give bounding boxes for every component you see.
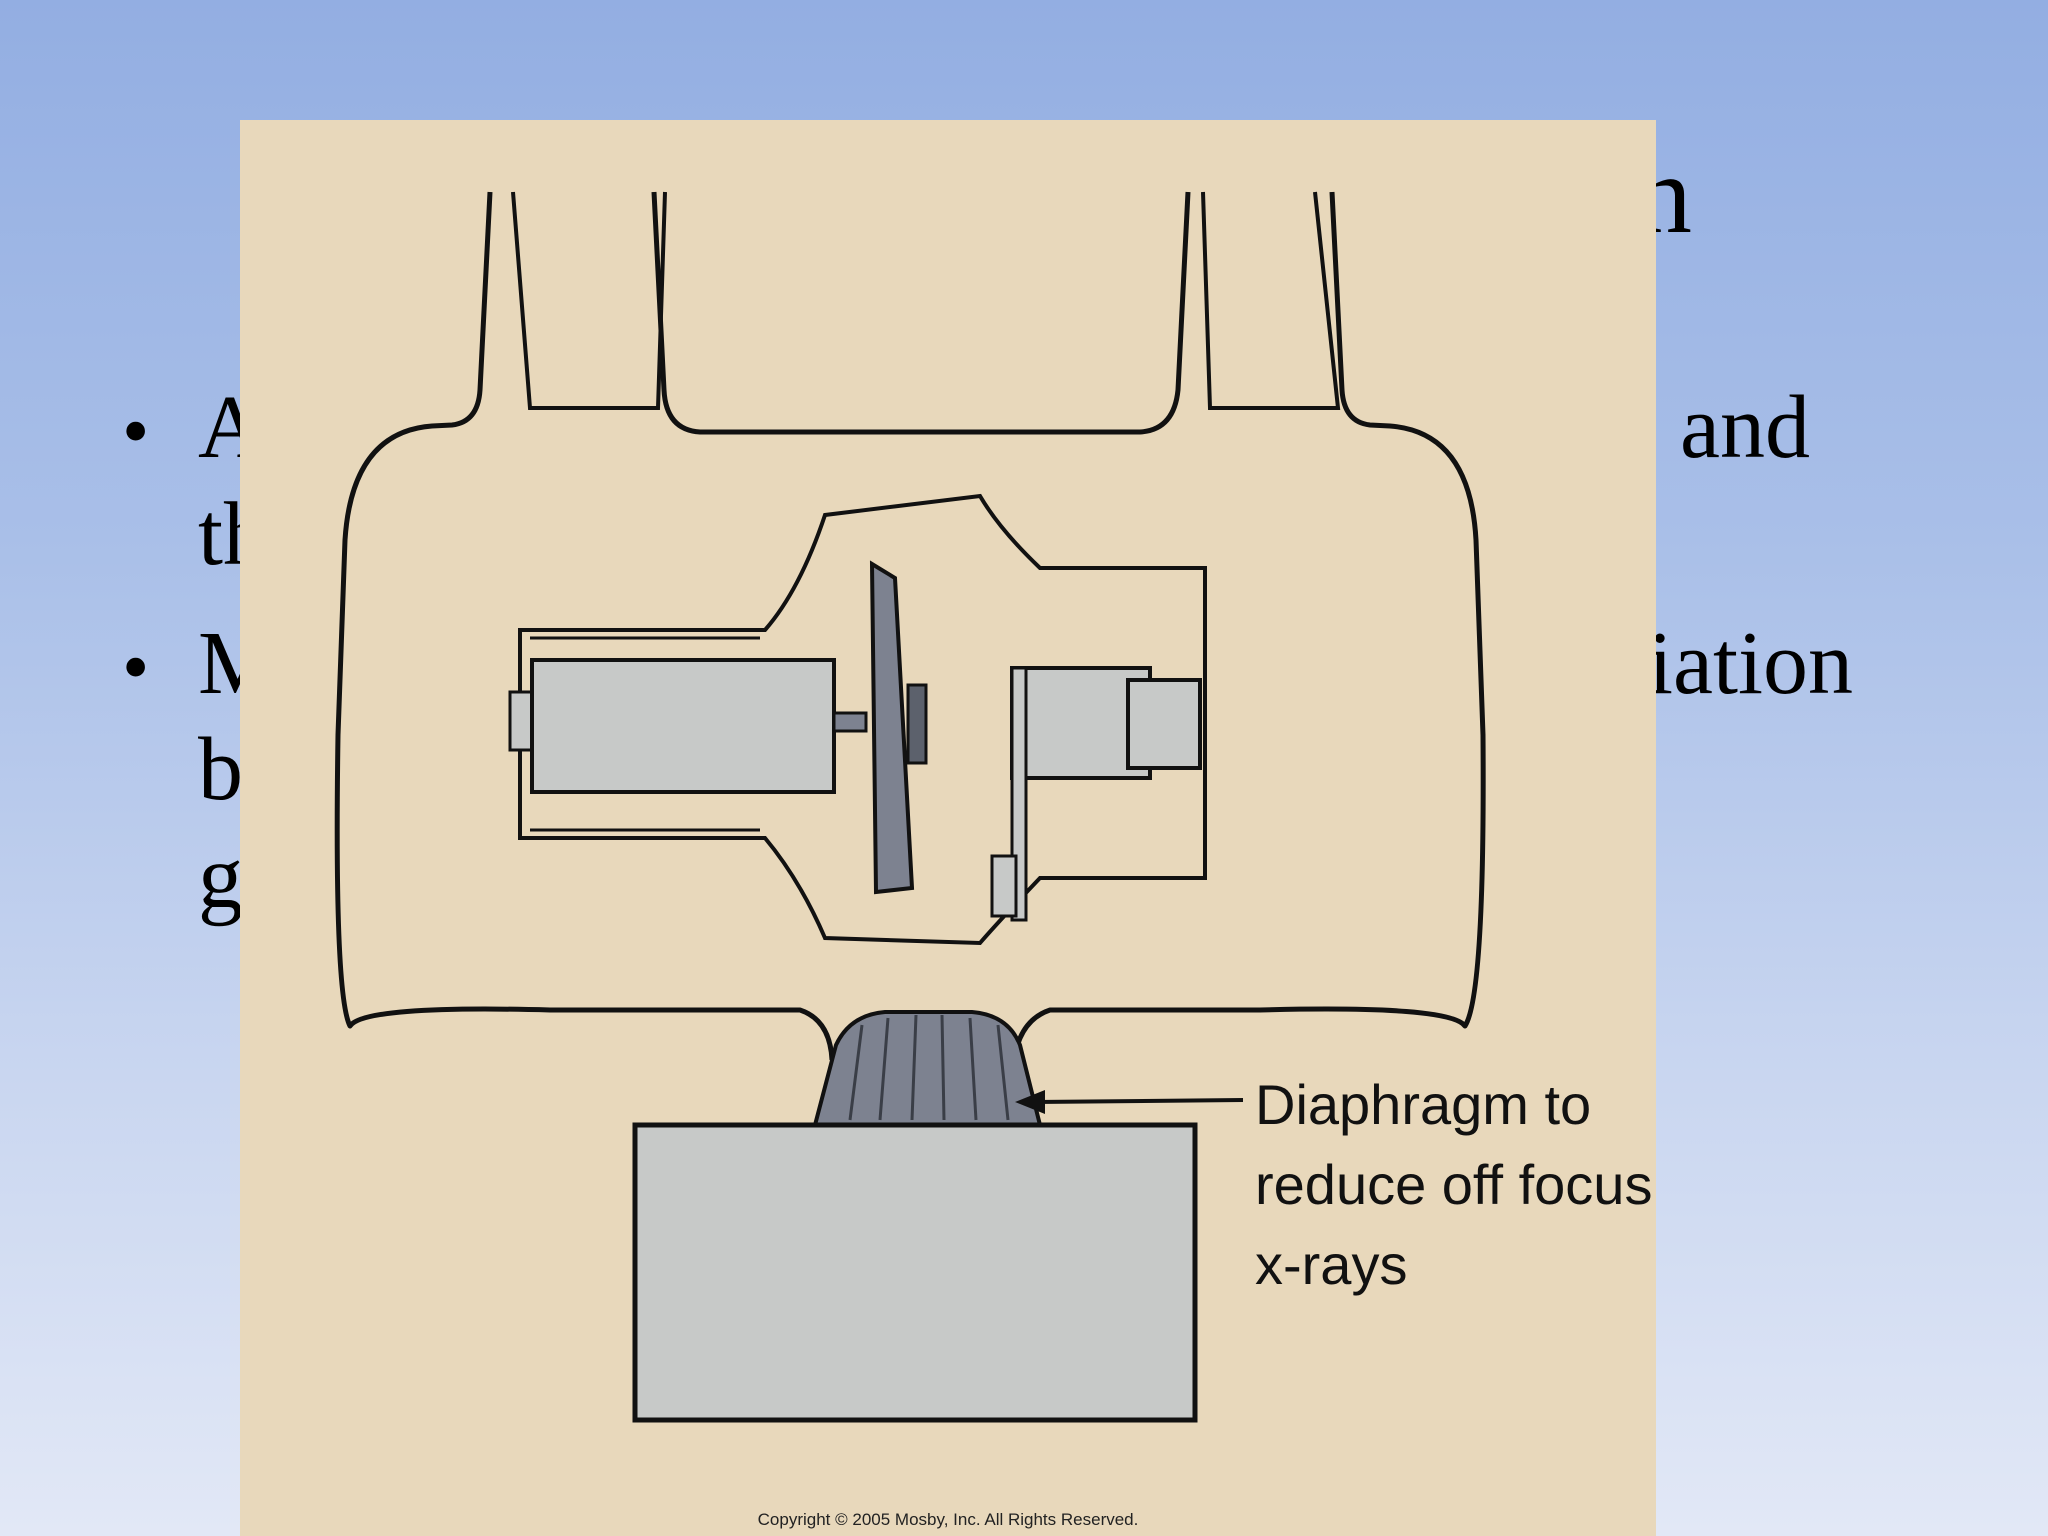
left-socket [511,191,667,410]
xray-tube-diagram: Diaphragm to reduce off focus x-rays Cop… [240,120,1656,1536]
diaphragm-ribs [848,1014,1010,1121]
diaphragm-callout: Diaphragm to reduce off focus x-rays [1255,1065,1652,1305]
callout-line-2: reduce off focus [1255,1153,1653,1216]
bullet-2-right-fragment: iation [1648,614,1853,713]
bullet-1-right-fragment: and [1680,378,1810,477]
collimator-box [632,1122,1198,1423]
xray-tube-illustration [334,191,1486,1423]
glass-envelope [518,493,1207,946]
callout-line-3: x-rays [1255,1233,1408,1296]
cathode-arm [1126,678,1202,770]
rotor-stem [508,690,534,752]
rotor-shaft [832,711,868,733]
tube-housing-outline [334,191,1486,1061]
callout-leader [1034,1098,1244,1104]
bullet-marker-1: • [122,387,150,474]
copyright-notice: Copyright © 2005 Mosby, Inc. All Rights … [757,1510,1139,1529]
bullet-2-line-2-fragment: b [198,720,243,819]
diaphragm [812,1010,1043,1127]
rotor [530,658,836,794]
bullet-marker-2: • [122,623,150,710]
cathode-foot [990,854,1018,918]
anode-hub [906,683,928,765]
glass-envelope-inner [530,636,760,832]
bullet-2-line-3-fragment: g [198,828,243,927]
callout-line-1: Diaphragm to [1255,1073,1592,1136]
right-socket [1201,191,1341,410]
callout-arrowhead [1015,1090,1045,1114]
anode-disk [869,560,915,895]
